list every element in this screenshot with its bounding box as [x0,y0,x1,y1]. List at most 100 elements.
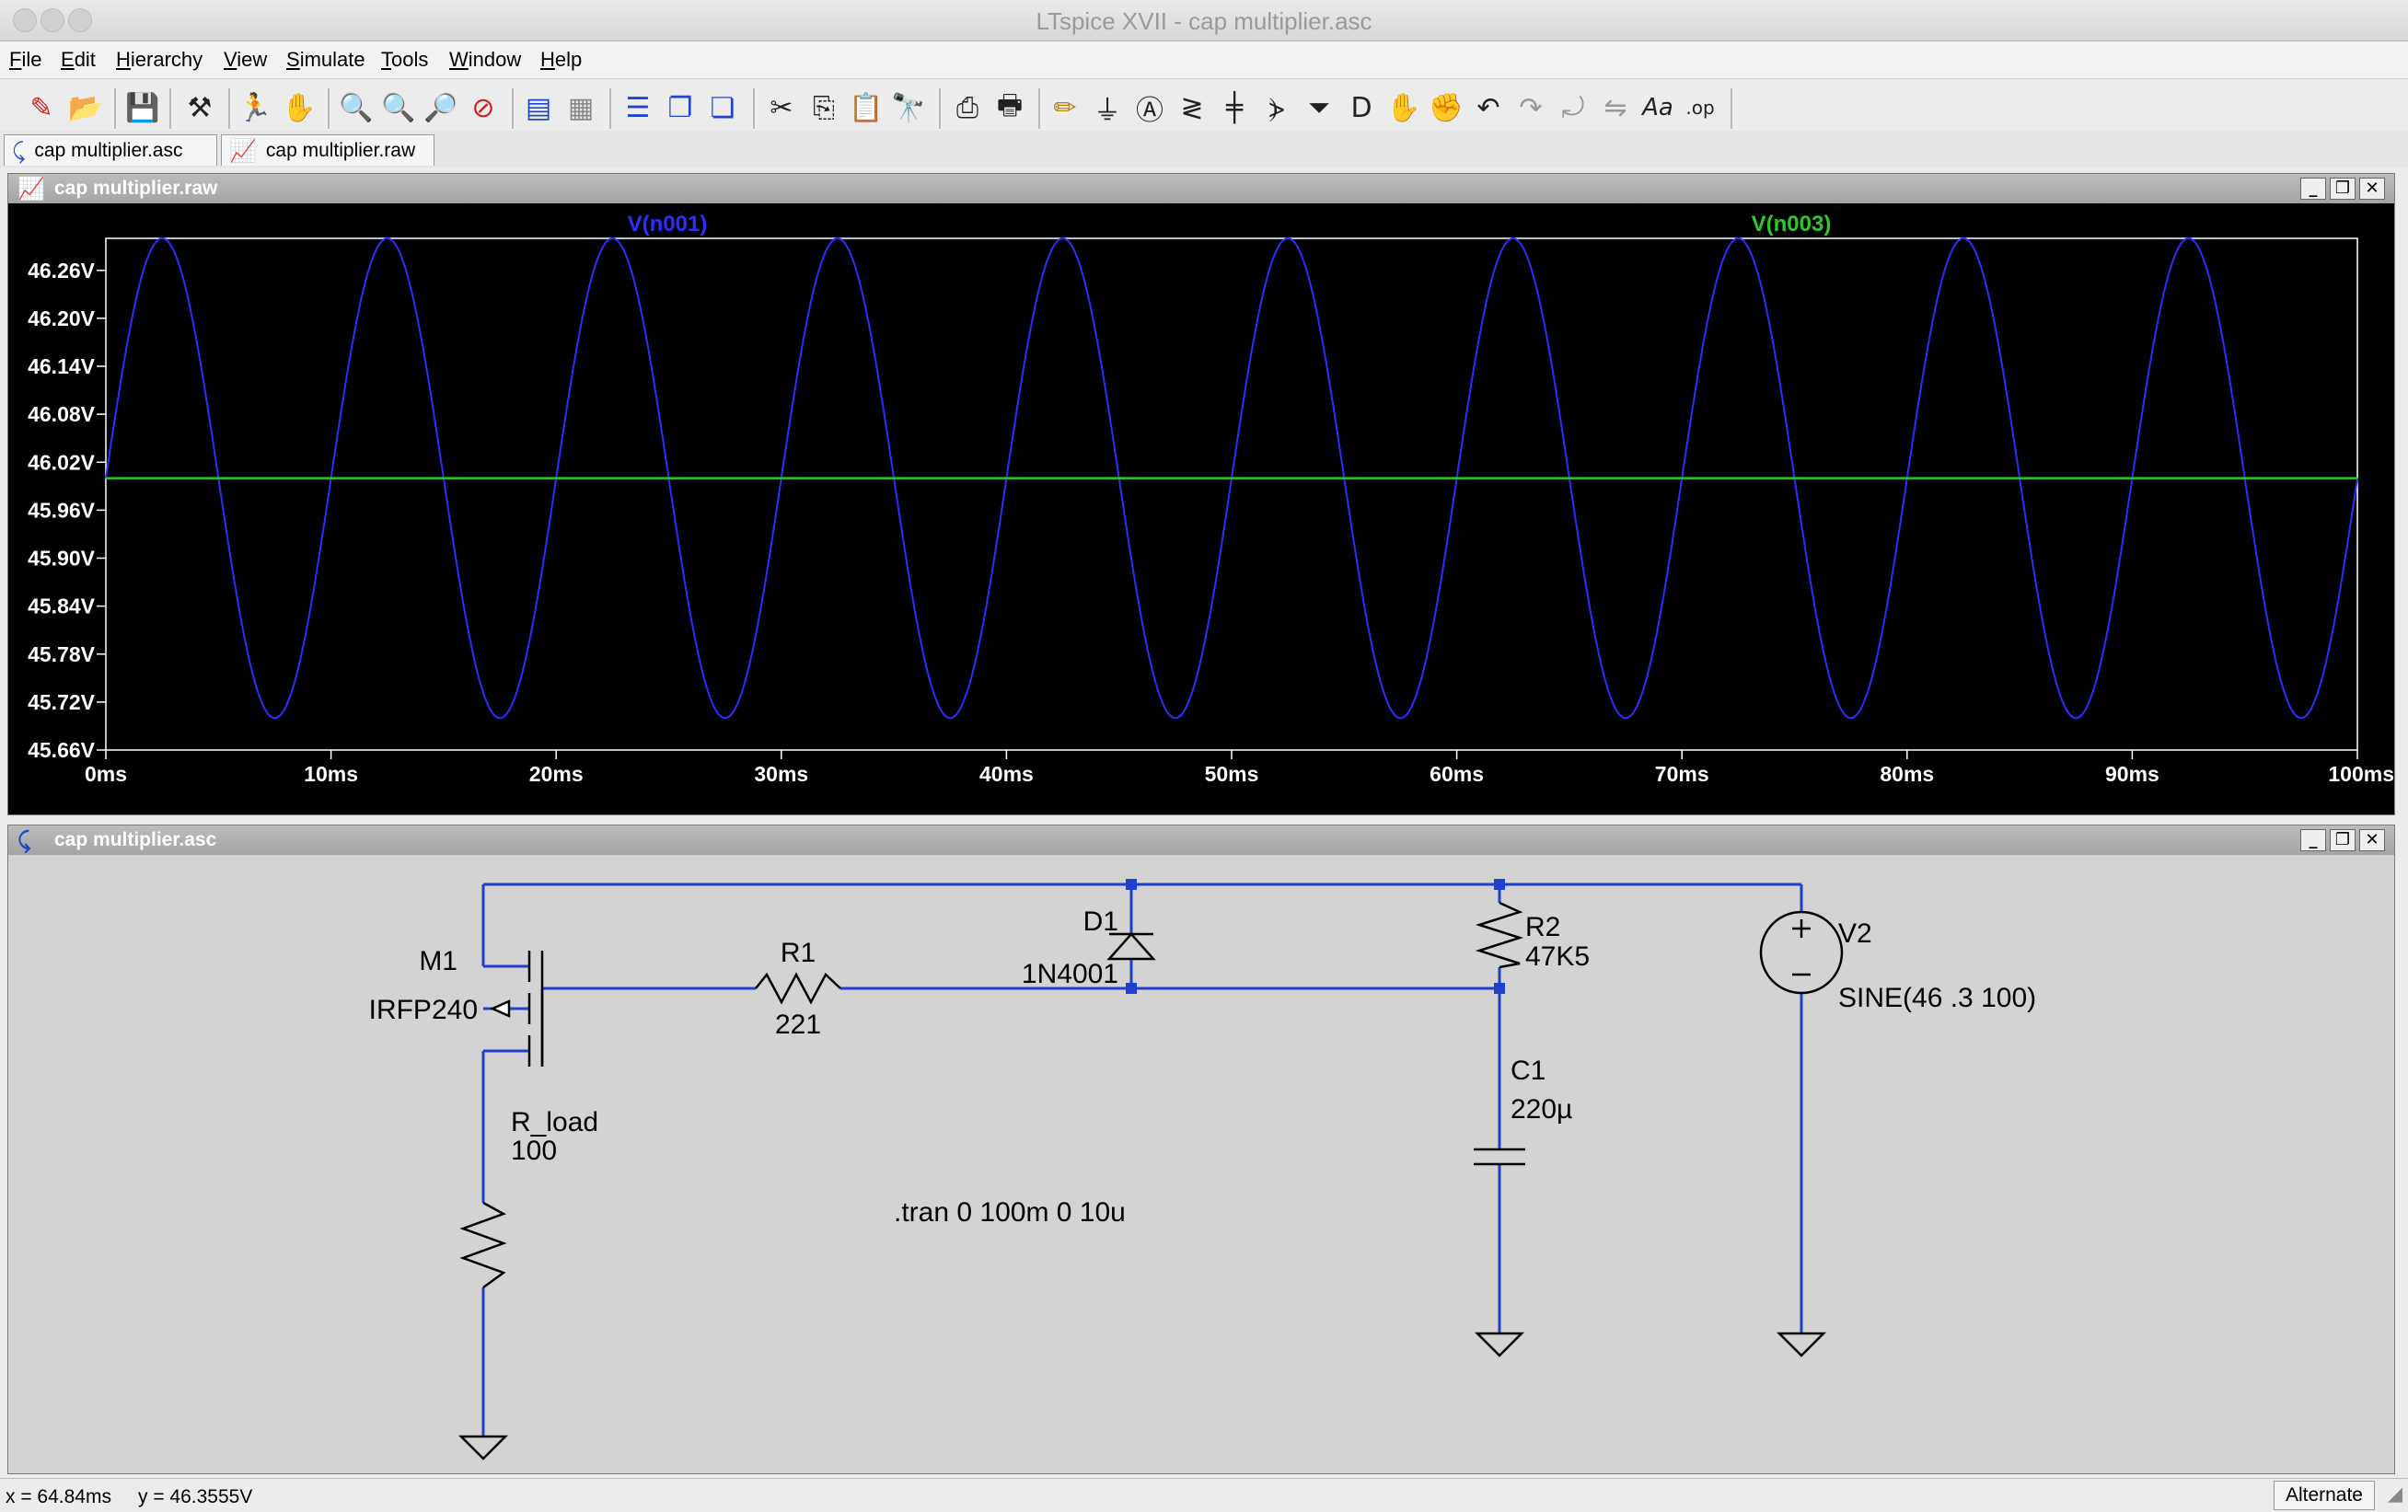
pan-icon[interactable]: 🔍 [381,91,416,124]
r1-value-label[interactable]: 221 [775,1010,821,1040]
paste-icon[interactable]: 📋 [849,91,884,124]
rload-ref-label[interactable]: R_load [511,1107,598,1137]
x-tick-label: 90ms [2105,762,2159,786]
restore-button[interactable]: ❐ [2330,829,2356,851]
tab-schematic[interactable]: ⤹ cap multiplier.asc [4,134,217,166]
y-tick-label: 45.78V [28,642,96,666]
c1-ref-label[interactable]: C1 [1511,1056,1546,1086]
close-window-button[interactable] [13,8,37,32]
v2-value-label[interactable]: SINE(46 .3 100) [1838,983,2036,1013]
resistor-r1-symbol[interactable] [755,972,841,1005]
zoom-in-icon[interactable]: 🔍 [339,91,374,124]
close-button[interactable]: ✕ [2359,178,2385,200]
resistor-icon[interactable]: ≷ [1180,91,1204,124]
diode-icon[interactable]: ⏷ [1308,91,1330,124]
menu-window[interactable]: Window [449,48,522,71]
cut-icon[interactable]: ✂ [770,91,793,124]
schematic-canvas[interactable]: M1 IRFP240 R1 221 D1 1N4001 R2 47K5 V2 S… [8,855,2394,1473]
new-schematic-icon[interactable]: ✎ [29,91,53,124]
x-tick-label: 30ms [754,762,808,786]
ground-icon[interactable]: ⏚ [1094,95,1121,127]
grid-icon[interactable]: ▦ [567,91,595,124]
menu-file[interactable]: File [9,48,42,71]
d1-ref-label[interactable]: D1 [1083,906,1118,937]
spice-directive-icon[interactable]: .op [1685,97,1715,119]
alternate-mode-indicator: Alternate [2273,1481,2375,1510]
cascade-icon[interactable]: ❐ [667,91,693,124]
toolbar-separator [328,88,330,129]
rload-value-label[interactable]: 100 [511,1136,557,1166]
capacitor-c1-symbol[interactable] [1474,1148,1525,1166]
menu-view[interactable]: View [224,48,268,71]
d1-value-label[interactable]: 1N4001 [1022,959,1118,989]
toolbar: ✎ 📂 💾 ⚒ 🏃 ✋ 🔍 🔍 🔎 ⊘ ▤ ▦ ☰ ❐ ❏ ✂ ⎘ 📋 🔭 ⎙ … [0,79,2408,141]
inductor-icon[interactable]: ⦔ [1268,91,1285,124]
move-icon[interactable]: ✋ [1386,91,1421,124]
zoom-out-icon[interactable]: 🔎 [423,91,458,124]
v2-ref-label[interactable]: V2 [1838,918,1872,949]
restore-button[interactable]: ❐ [2330,178,2356,200]
zoom-window-button[interactable] [68,8,92,32]
close-button[interactable]: ✕ [2359,829,2385,851]
draw-wire-icon[interactable]: ✏ [1053,91,1077,124]
drag-icon[interactable]: ✊ [1429,91,1464,124]
resistor-r2-symbol[interactable] [1475,901,1524,969]
rotate-icon[interactable]: ⤾ [1561,91,1585,124]
capacitor-icon[interactable]: ╪ [1225,91,1244,124]
mirror-icon[interactable]: ⇋ [1603,91,1627,124]
tab-waveform[interactable]: 📈 cap multiplier.raw [221,134,434,166]
c1-value-label[interactable]: 220µ [1511,1094,1572,1125]
label-net-icon[interactable]: Ⓐ [1136,95,1163,127]
open-icon[interactable]: 📂 [68,91,103,124]
print-icon[interactable]: 🖶 [996,88,1024,121]
menu-help[interactable]: Help [540,48,583,71]
autorange-icon[interactable]: ▤ [525,91,552,124]
tile-horizontal-icon[interactable]: ☰ [625,91,651,124]
text-icon[interactable]: Aa [1642,94,1673,121]
r2-ref-label[interactable]: R2 [1525,912,1560,942]
r1-ref-label[interactable]: R1 [781,938,816,968]
x-tick-label: 50ms [1205,762,1259,786]
waveform-plot[interactable]: V(n001) V(n003) 46.26V46.20V46.14V46.08V… [8,203,2394,814]
mosfet-m1-symbol[interactable] [489,951,544,1067]
spice-directive[interactable]: .tran 0 100m 0 10u [894,1197,1126,1228]
undo-icon[interactable]: ↶ [1476,91,1500,124]
save-icon[interactable]: 💾 [125,91,160,124]
x-tick-label: 60ms [1430,762,1484,786]
redo-icon[interactable]: ↷ [1519,91,1543,124]
legend-v-n001[interactable]: V(n001) [628,212,708,237]
run-icon[interactable]: 🏃 [237,91,272,124]
r2-value-label[interactable]: 47K5 [1525,941,1590,972]
tile-vertical-icon[interactable]: ❏ [710,91,735,124]
toolbar-separator [512,88,514,129]
minimize-button[interactable]: _ [2300,178,2326,200]
junction-dot [1494,879,1505,890]
m1-value-label[interactable]: IRFP240 [369,995,478,1025]
legend-v-n003[interactable]: V(n003) [1752,212,1832,237]
menu-tools[interactable]: Tools [381,48,429,71]
zoom-fit-icon[interactable]: ⊘ [471,91,495,124]
ground-symbol[interactable] [1776,1332,1827,1357]
halt-icon[interactable]: ✋ [282,91,317,124]
schematic-icon: ⤹ [17,827,31,853]
menu-hierarchy[interactable]: Hierarchy [116,48,203,71]
ground-symbol[interactable] [457,1435,509,1460]
menu-edit[interactable]: Edit [61,48,96,71]
resistor-rload-symbol[interactable] [459,1201,507,1289]
find-icon[interactable]: 🔭 [891,91,926,124]
waveform-window-title: cap multiplier.raw [54,178,218,199]
copy-icon[interactable]: ⎘ [813,91,835,124]
minimize-window-button[interactable] [41,8,64,32]
diode-d1-symbol[interactable] [1106,932,1156,961]
print-preview-icon[interactable]: ⎙ [956,91,978,124]
menu-simulate[interactable]: Simulate [286,48,365,71]
ground-symbol[interactable] [1474,1332,1525,1357]
control-panel-icon[interactable]: ⚒ [187,91,213,124]
m1-ref-label[interactable]: M1 [419,946,457,976]
voltage-source-v2-symbol[interactable] [1759,910,1844,995]
resize-grip-icon[interactable]: ◢ [2387,1483,2402,1505]
component-icon[interactable]: D [1350,91,1372,124]
schematic-icon: ⤹ [12,137,26,164]
y-tick-label: 45.66V [28,738,96,762]
minimize-button[interactable]: _ [2300,829,2326,851]
